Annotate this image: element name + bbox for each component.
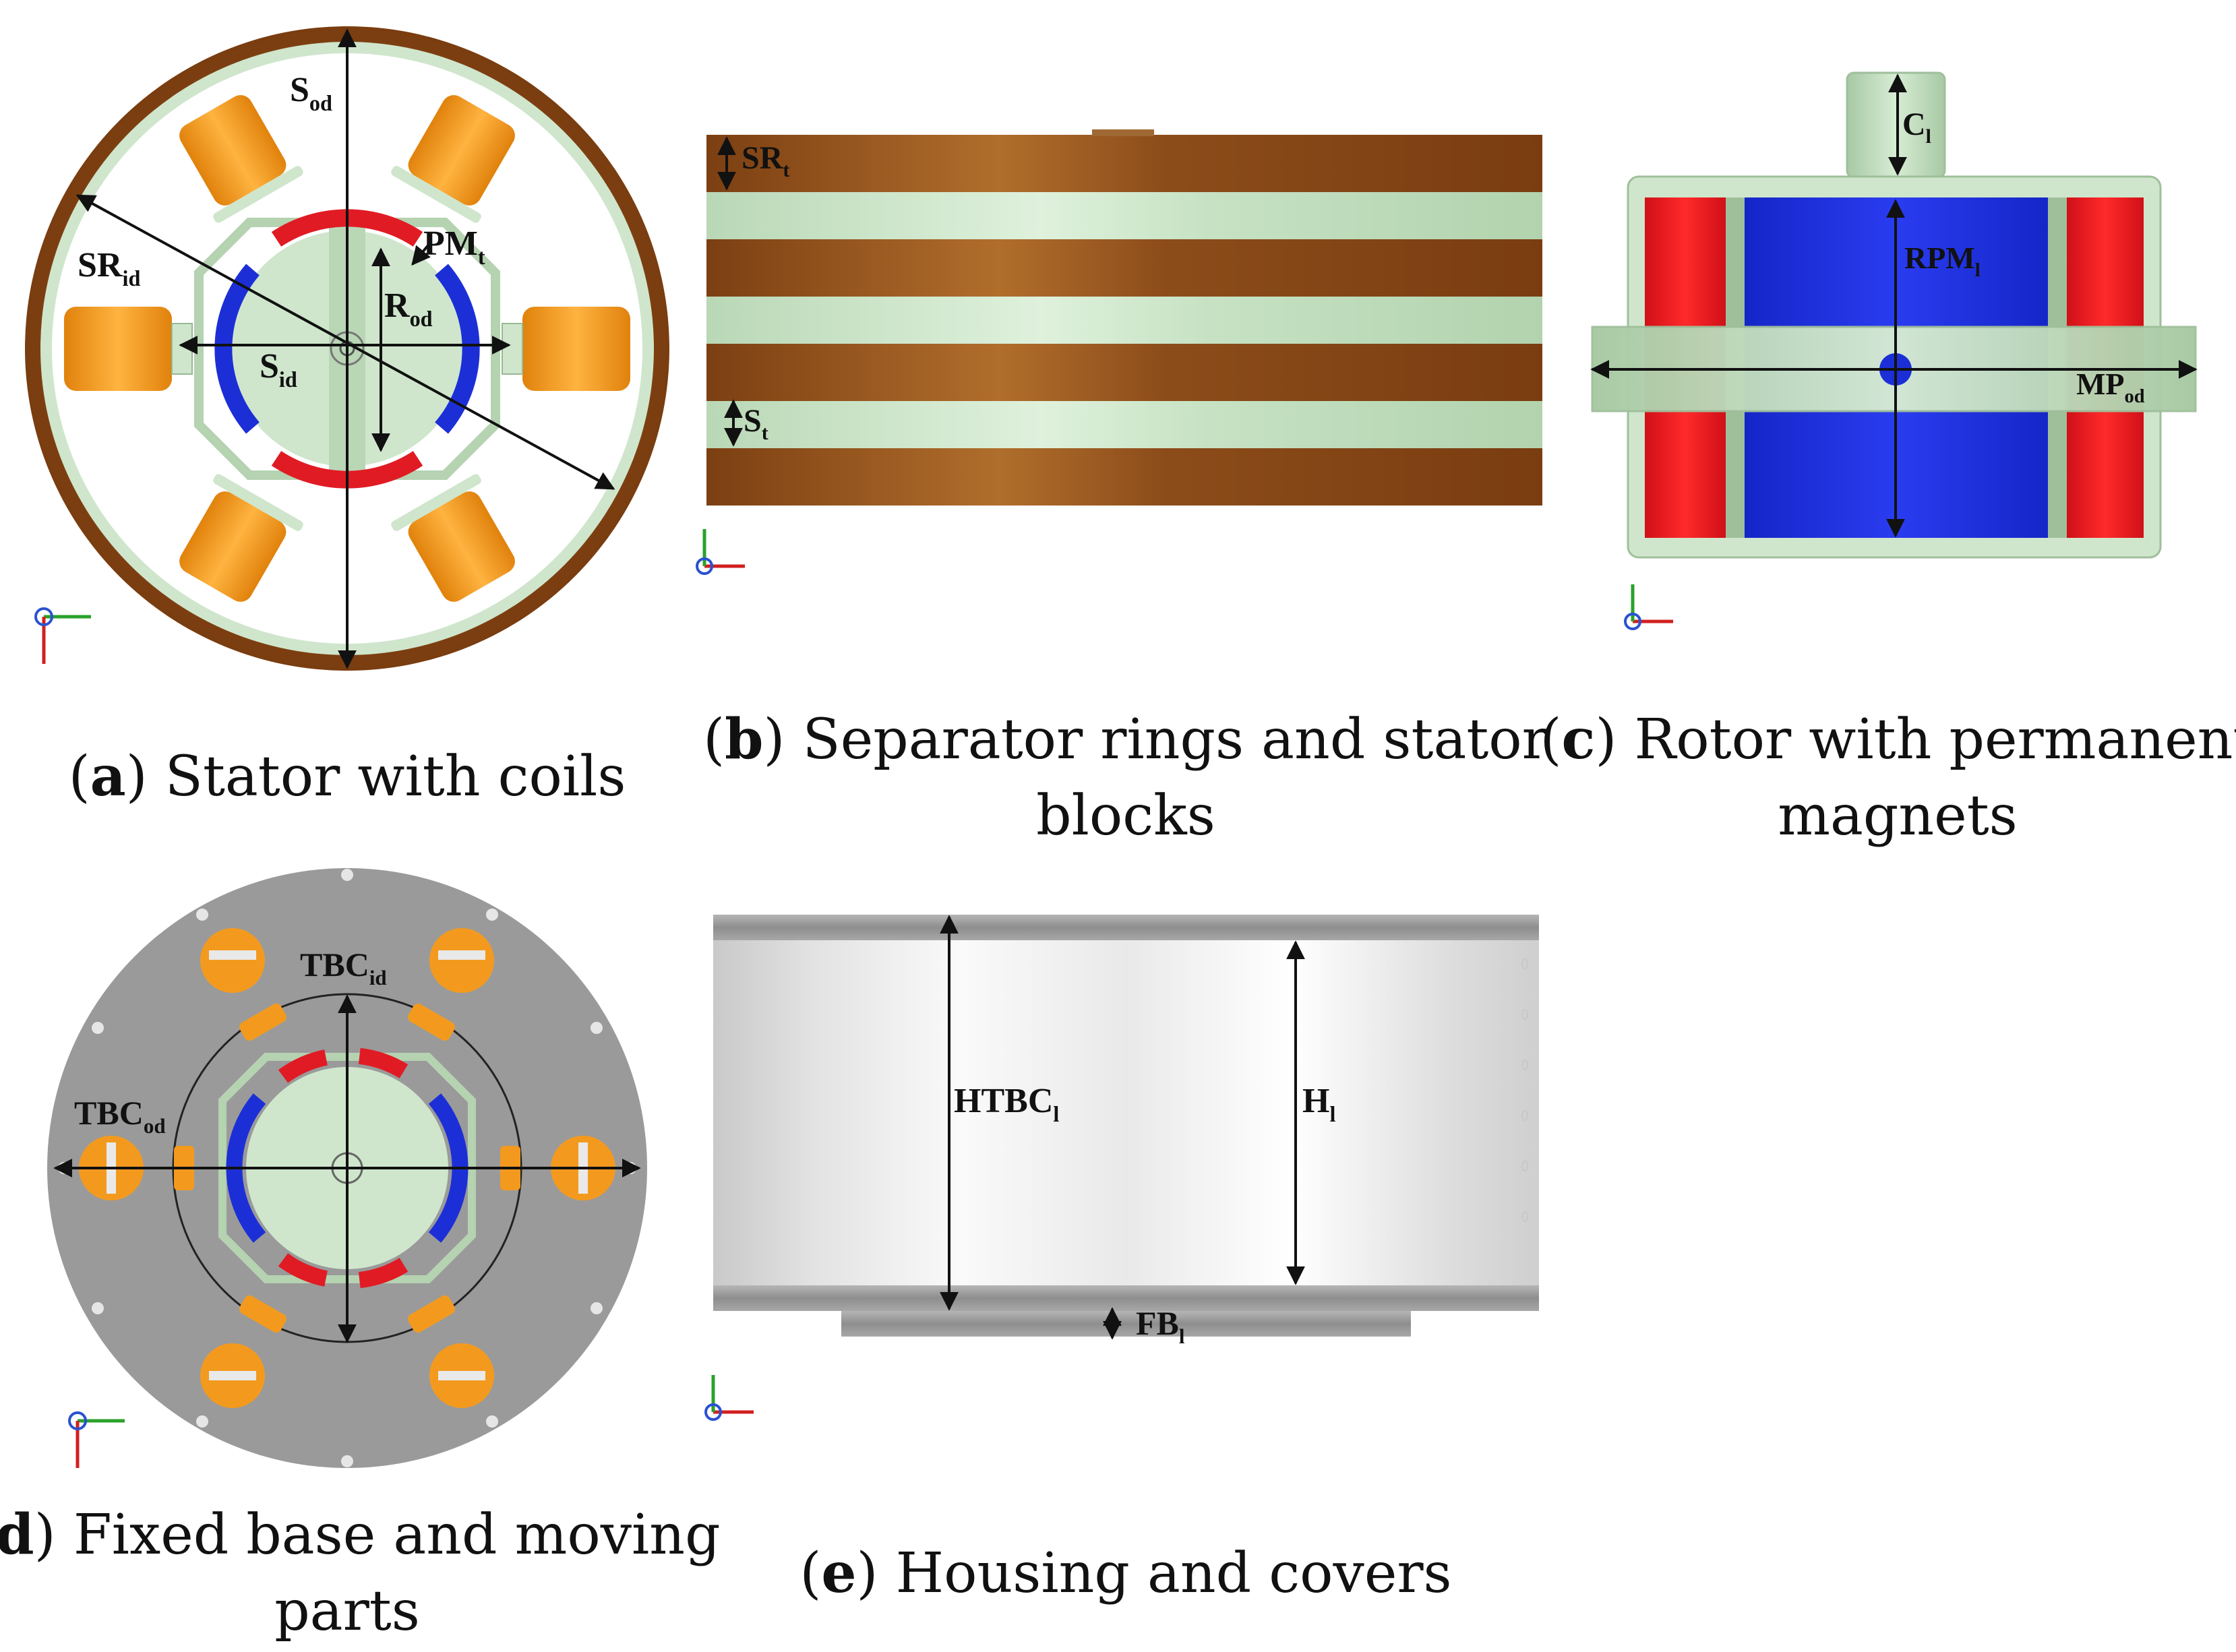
band-green-2 [706,297,1542,344]
panel-d-fixed-base: TBCid TBCod (d) Fixed base and moving pa… [0,868,721,1643]
label-tbcod: TBCod [74,1094,166,1138]
side-holes [1521,958,1528,1222]
panel-a-stator-with-coils: Sod SRid PMt Rod Sid (a) Stator with coi… [25,26,669,809]
bottom-cover [713,1285,1539,1311]
label-rpml: RPMl [1904,241,1981,281]
label-cl: Cl [1902,106,1931,148]
label-htbcl: HTBCl [954,1082,1059,1126]
inner-coil-tr [408,1003,455,1041]
label-fbl: FBl [1136,1304,1185,1348]
label-sid: Sid [260,347,297,392]
port-bottom-left [200,1343,265,1408]
label-st: St [744,403,768,444]
label-sod: Sod [290,71,332,115]
caption-a: (a) Stator with coils [69,744,626,809]
dim-pmt [411,240,433,266]
panel-c-rotor: Cl RPMl MPod (c) Rotor with permanent ma… [1540,71,2236,848]
top-cover [713,915,1539,940]
bolt-holes [58,869,636,1467]
band-green-1 [706,192,1542,239]
axis-triad-icon [696,529,745,575]
label-srid: SRid [78,246,140,290]
housing-body [713,940,1539,1285]
panel-e-housing: HTBCl Hl FBl (e) Housing and covers [704,915,1539,1605]
label-rod: Rod [384,286,433,331]
axis-triad-icon [704,1375,754,1421]
inner-coil-bl [239,1295,286,1333]
caption-d-line1: (d) Fixed base and moving [0,1502,721,1567]
label-tbcid: TBCid [300,946,387,989]
port-top-right [429,928,494,993]
caption-e: (e) Housing and covers [799,1541,1451,1605]
caption-d-line2: parts [274,1579,420,1643]
band-copper-3 [706,344,1542,401]
caption-c-line1: (c) Rotor with permanent [1540,707,2236,772]
label-srt: SRt [742,140,789,181]
axis-triad-icon [1624,584,1673,630]
caption-b-line2: blocks [1036,784,1215,848]
caption-c-line2: magnets [1778,784,2018,848]
caption-b-line1: (b) Separator rings and stator [703,707,1549,772]
label-hl: Hl [1302,1082,1335,1126]
band-copper-1 [706,135,1542,192]
axis-triad-icon [68,1411,125,1468]
inner-coil-tl [239,1003,286,1041]
fixed-base-plate [841,1311,1411,1337]
panel-b-separator-rings: SRt St (b) Separator rings and stator bl… [696,129,1549,848]
top-tab [1092,129,1154,136]
label-pmt: PMt [423,224,485,269]
port-bottom-right [429,1343,494,1408]
inner-coil-br [408,1295,455,1333]
band-copper-4 [706,448,1542,506]
magnet-red-bottom-d [278,1253,417,1289]
band-green-3 [706,401,1542,448]
label-mpod: MPod [2076,367,2145,407]
band-copper-2 [706,239,1542,297]
magnet-red-top-d [278,1047,417,1083]
port-top-left [200,928,265,993]
axis-triad-icon [34,607,91,664]
